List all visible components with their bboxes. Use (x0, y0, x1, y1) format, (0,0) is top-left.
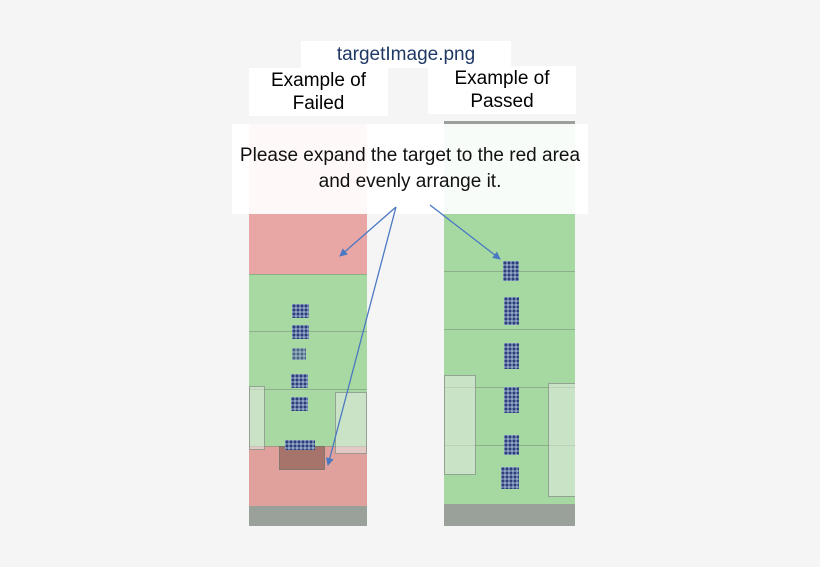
checkerboard-target-icon (504, 435, 519, 455)
instruction-callout: Please expand the target to the red area… (232, 124, 588, 214)
failed-example-label-text: Example of Failed (270, 70, 367, 114)
room-cabinet-right (335, 392, 367, 454)
checkerboard-target-icon (285, 440, 315, 450)
floor-strip (249, 506, 367, 526)
instruction-text: Please expand the target to the red area… (239, 145, 581, 192)
checkerboard-target-icon (292, 325, 309, 339)
band-line (444, 329, 575, 330)
arrow-icon (325, 206, 397, 466)
floor-strip (444, 504, 575, 526)
passed-example-label: Example of Passed (428, 66, 576, 114)
checkerboard-target-icon (291, 374, 308, 388)
arrow-icon (429, 204, 501, 260)
checkerboard-target-icon (291, 397, 308, 411)
checkerboard-target-icon (504, 387, 519, 413)
checkerboard-target-icon (504, 343, 519, 369)
room-cabinet-right (548, 383, 575, 497)
room-cabinet-left (249, 386, 265, 450)
room-cabinet-left (444, 375, 476, 475)
band-line (249, 389, 367, 390)
passed-example-label-text: Example of Passed (454, 68, 550, 112)
image-filename-text: targetImage.png (336, 43, 476, 65)
failed-example-label: Example of Failed (249, 68, 388, 116)
checkerboard-target-icon (501, 467, 519, 489)
band-line (249, 274, 367, 275)
checkerboard-target-icon (503, 261, 519, 281)
checkerboard-target-icon (292, 304, 309, 318)
checkerboard-target-icon (292, 348, 306, 360)
arrow-icon (339, 206, 397, 257)
image-filename-title: targetImage.png (301, 41, 511, 68)
checkerboard-target-icon (504, 297, 519, 325)
